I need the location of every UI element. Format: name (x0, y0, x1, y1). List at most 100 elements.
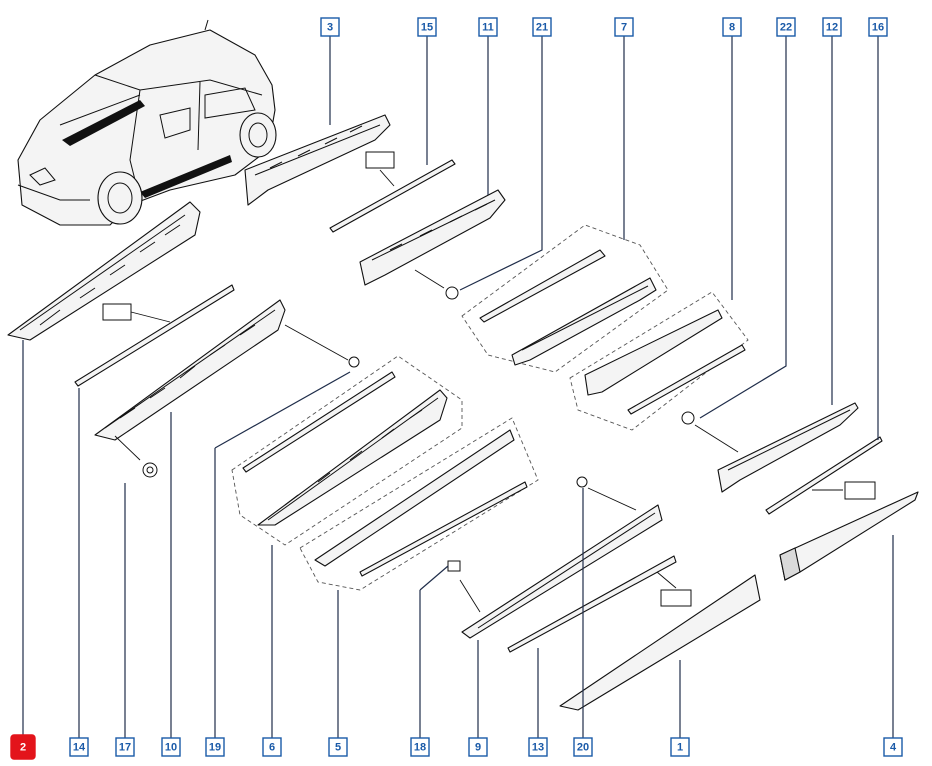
callout-label: 4 (890, 742, 897, 754)
callout-box (532, 17, 552, 37)
part-1-trim (559, 574, 761, 711)
callouts-top: 3 15 11 21 7 8 22 12 16 (320, 17, 888, 37)
pad-a (102, 303, 132, 321)
callout-12[interactable]: 12 (822, 17, 842, 37)
callout-box (868, 17, 888, 37)
callout-box (205, 737, 225, 757)
callout-18[interactable]: 18 (410, 737, 430, 757)
callout-label: 2 (20, 742, 26, 754)
pad-c (844, 481, 876, 500)
callout-box (69, 737, 89, 757)
callout-label: 3 (327, 22, 333, 34)
callout-box (161, 737, 181, 757)
callout-19[interactable]: 19 (205, 737, 225, 757)
callout-9[interactable]: 9 (468, 737, 488, 757)
callout-label: 13 (532, 742, 544, 754)
callout-box (528, 737, 548, 757)
callout-label: 11 (482, 22, 494, 34)
part-5-trim (314, 429, 528, 577)
callout-box (320, 17, 340, 37)
callout-10[interactable]: 10 (161, 737, 181, 757)
part-7-trim (479, 249, 657, 366)
part-22-clip (681, 411, 739, 453)
car-icon (17, 19, 277, 226)
pad-b (365, 151, 395, 169)
pad-d (660, 589, 692, 607)
part-16-strip (765, 436, 883, 515)
callout-label: 6 (269, 742, 275, 754)
callout-17[interactable]: 17 (115, 737, 135, 757)
callout-label: 18 (414, 742, 426, 754)
callout-11[interactable]: 11 (478, 17, 498, 37)
group-8-outline (569, 291, 749, 431)
part-13-strip (507, 555, 677, 653)
callout-label: 8 (729, 22, 735, 34)
part-11-trim (359, 189, 506, 286)
callout-15[interactable]: 15 (417, 17, 437, 37)
callout-box (115, 737, 135, 757)
callout-14[interactable]: 14 (69, 737, 89, 757)
callout-21[interactable]: 21 (532, 17, 552, 37)
callout-label: 20 (577, 742, 589, 754)
callout-6[interactable]: 6 (262, 737, 282, 757)
part-20-clip (576, 476, 637, 511)
part-14-strip (74, 284, 235, 387)
callout-7[interactable]: 7 (614, 17, 634, 37)
callout-label: 22 (780, 22, 792, 34)
callout-label: 9 (475, 742, 481, 754)
callout-4[interactable]: 4 (883, 737, 903, 757)
callout-label: 21 (536, 22, 548, 34)
callout-box (478, 17, 498, 37)
callout-box (417, 17, 437, 37)
callout-label: 17 (119, 742, 131, 754)
callout-22[interactable]: 22 (776, 17, 796, 37)
callout-box (10, 734, 36, 760)
part-6-trim (257, 389, 448, 526)
callout-5[interactable]: 5 (328, 737, 348, 757)
callout-3[interactable]: 3 (320, 17, 340, 37)
part-17-clip (114, 435, 158, 478)
callout-label: 16 (872, 22, 884, 34)
part-4-trim (779, 491, 919, 581)
callout-box (822, 17, 842, 37)
callout-label: 14 (73, 742, 86, 754)
callout-box (573, 737, 593, 757)
callout-label: 7 (621, 22, 627, 34)
callout-box (328, 737, 348, 757)
callout-13[interactable]: 13 (528, 737, 548, 757)
clip-6 (284, 324, 360, 368)
callout-label: 10 (165, 742, 177, 754)
part-8-trim (584, 309, 746, 415)
callout-box (883, 737, 903, 757)
part-21-clip (414, 269, 459, 300)
callout-box (468, 737, 488, 757)
callout-label: 19 (209, 742, 221, 754)
callout-16[interactable]: 16 (868, 17, 888, 37)
callout-box (614, 17, 634, 37)
callout-box (670, 737, 690, 757)
part-9-trim (461, 504, 663, 639)
callout-20[interactable]: 20 (573, 737, 593, 757)
part-12-trim (717, 402, 859, 493)
part-10-trim (94, 299, 286, 441)
callout-8[interactable]: 8 (722, 17, 742, 37)
callout-label: 5 (335, 742, 341, 754)
part-19-strip (242, 371, 396, 473)
callout-box (776, 17, 796, 37)
callout-box (722, 17, 742, 37)
callout-label: 1 (677, 742, 683, 754)
callout-1[interactable]: 1 (670, 737, 690, 757)
part-3-trim (244, 114, 391, 206)
group-6-outline (231, 355, 463, 546)
leader-lines (22, 36, 894, 738)
callout-label: 12 (826, 22, 838, 34)
callout-box (410, 737, 430, 757)
callout-2[interactable]: 2 (10, 734, 36, 760)
part-18-clip (447, 560, 481, 613)
group-5-outline (299, 417, 539, 591)
part-15-strip (329, 159, 456, 233)
callout-box (262, 737, 282, 757)
part-2-trim (7, 201, 201, 341)
